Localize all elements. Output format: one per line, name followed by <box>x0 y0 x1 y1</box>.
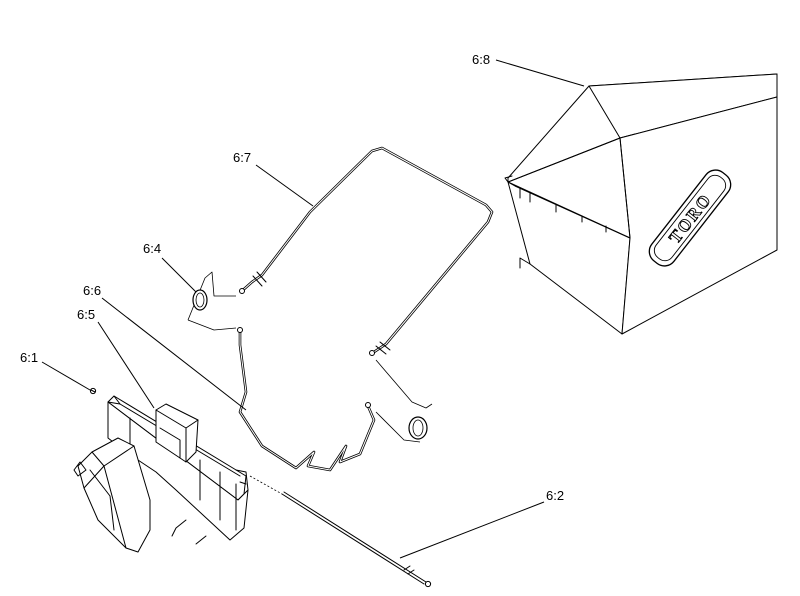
leader-6-6 <box>101 297 247 411</box>
callout-6-2: 6:2 <box>546 488 564 503</box>
bag-bottom-part <box>73 395 249 553</box>
callout-6-4: 6:4 <box>143 241 161 256</box>
leader-6-7 <box>255 164 314 207</box>
callout-6-6: 6:6 <box>83 283 101 298</box>
grass-bag-part: TORO <box>504 73 778 335</box>
lower-frame-part <box>237 327 376 472</box>
toro-logo: TORO <box>648 169 732 267</box>
callout-6-7: 6:7 <box>233 150 251 165</box>
rod-part <box>249 475 432 588</box>
screw-part <box>89 387 97 395</box>
hinge-spring-part <box>187 271 433 443</box>
leader-6-4 <box>161 257 197 293</box>
leader-6-5 <box>97 321 155 409</box>
upper-frame-part <box>239 146 494 356</box>
callout-6-5: 6:5 <box>77 307 95 322</box>
leader-6-1 <box>41 361 91 391</box>
callout-6-1: 6:1 <box>20 350 38 365</box>
callout-6-8: 6:8 <box>472 52 490 67</box>
callout-labels: 6:8 6:7 6:4 6:6 6:5 6:1 6:2 <box>20 52 564 503</box>
leader-6-8 <box>495 59 585 87</box>
leader-lines <box>41 59 585 559</box>
leader-6-2 <box>399 501 545 559</box>
